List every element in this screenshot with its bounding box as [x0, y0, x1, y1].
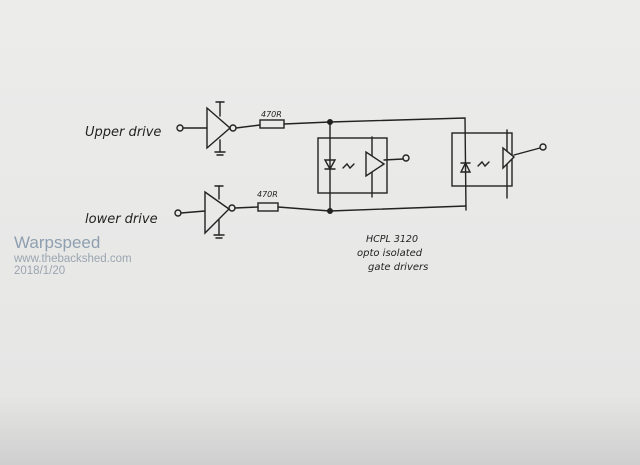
right-optocoupler [451, 129, 547, 199]
upper-drive-label: Upper drive [85, 125, 161, 140]
lower-resistor-label: 470R [257, 190, 278, 199]
left-optocoupler [317, 121, 410, 212]
lower-resistor [257, 202, 279, 212]
upper-resistor-label: 470R [261, 110, 282, 119]
upper-input-terminal [176, 124, 184, 132]
lower-drive-label: lower drive [85, 212, 158, 227]
upper-inverter [206, 101, 237, 156]
watermark-date: 2018/1/20 [14, 265, 66, 277]
lower-input-terminal [174, 209, 182, 217]
ic-part-number: HCPL 3120 [366, 234, 418, 245]
ic-description-line1: opto isolated [357, 248, 423, 259]
watermark-site: www.thebackshed.com [14, 253, 132, 265]
lower-inverter [204, 185, 236, 239]
ic-description-line2: gate drivers [368, 262, 428, 273]
watermark-author: Warpspeed [14, 233, 101, 252]
upper-resistor [259, 119, 285, 129]
